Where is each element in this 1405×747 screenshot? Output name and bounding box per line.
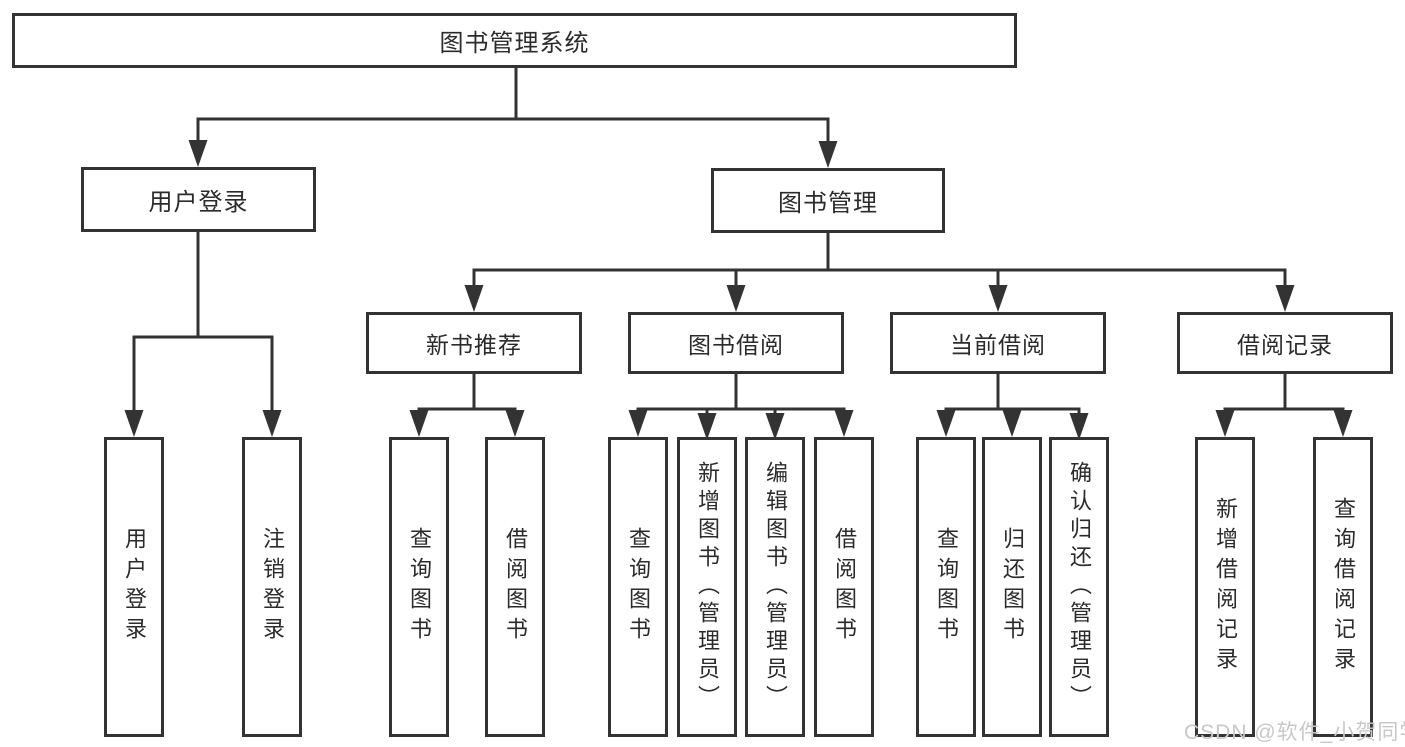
arrow-head	[818, 141, 838, 168]
watermark: CSDN @软件_小贺同学	[1184, 721, 1405, 744]
arrow-head	[834, 410, 854, 437]
arrow-head	[1275, 285, 1295, 312]
arrow-head	[188, 140, 208, 167]
node-root: 图书管理系统	[12, 13, 1017, 68]
leaf-confirm-return-admin: 确认归还（管理员）	[1049, 437, 1109, 737]
leaf-add-borrow-record: 新增借阅记录	[1195, 437, 1255, 737]
arrow-head	[505, 410, 525, 437]
arrow-head	[765, 413, 785, 440]
arrow-head	[1002, 410, 1022, 437]
arrow-head	[988, 285, 1008, 312]
arrow-head	[936, 410, 956, 437]
leaf-query-borrow-record: 查询借阅记录	[1313, 437, 1373, 737]
leaf-logout: 注销登录	[242, 437, 302, 737]
arrow-head	[1215, 410, 1235, 437]
node-book-management: 图书管理	[711, 168, 945, 233]
leaf-borrow-books-1: 借阅图书	[485, 437, 545, 737]
arrow-head	[409, 410, 429, 437]
node-book-borrow: 图书借阅	[628, 312, 844, 374]
node-borrow-records: 借阅记录	[1177, 312, 1393, 374]
arrow-head	[1069, 413, 1089, 440]
leaf-query-books-2: 查询图书	[608, 437, 668, 737]
node-new-book-recommend: 新书推荐	[366, 312, 582, 374]
leaf-add-book-admin: 新增图书（管理员）	[677, 437, 737, 737]
leaf-edit-book-admin: 编辑图书（管理员）	[745, 437, 805, 737]
leaf-return-books: 归还图书	[982, 437, 1042, 737]
arrow-head	[464, 285, 484, 312]
arrow-head	[726, 285, 746, 312]
node-user-login: 用户登录	[81, 167, 316, 232]
arrow-head	[262, 410, 282, 437]
arrow-head	[697, 413, 717, 440]
leaf-borrow-books-2: 借阅图书	[814, 437, 874, 737]
leaf-query-books-3: 查询图书	[916, 437, 976, 737]
arrow-head	[124, 410, 144, 437]
leaf-query-books-1: 查询图书	[389, 437, 449, 737]
leaf-user-login: 用户登录	[104, 437, 164, 737]
node-current-borrow: 当前借阅	[890, 312, 1106, 374]
arrow-head	[628, 410, 648, 437]
arrow-head	[1333, 410, 1353, 437]
